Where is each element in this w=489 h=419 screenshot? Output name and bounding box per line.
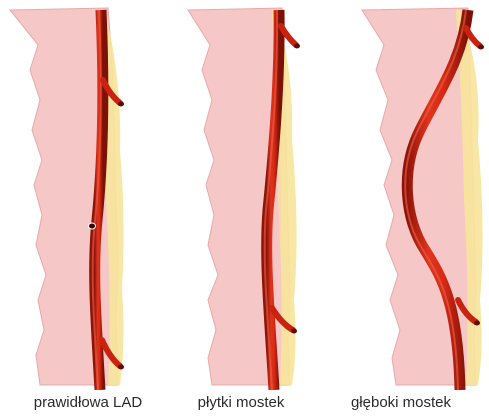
caption-deep-bridge: głęboki mostek <box>326 394 476 411</box>
panel-shallow-bridge <box>188 8 300 390</box>
caption-shallow-bridge: płytki mostek <box>166 394 316 411</box>
caption-normal-lad: prawidłowa LAD <box>13 394 163 411</box>
branch-opening-icon <box>478 45 484 50</box>
lad-myocardial-bridge-diagram <box>0 0 489 390</box>
branch-opening-icon <box>118 102 124 107</box>
branch-opening-icon <box>118 365 124 370</box>
panel-normal-lad <box>10 8 124 390</box>
septal-perforator-opening-icon <box>89 223 96 229</box>
branch-opening-icon <box>294 44 300 49</box>
branch-opening-icon <box>474 321 480 326</box>
panel-deep-bridge <box>362 8 484 390</box>
branch-opening-icon <box>291 329 297 334</box>
